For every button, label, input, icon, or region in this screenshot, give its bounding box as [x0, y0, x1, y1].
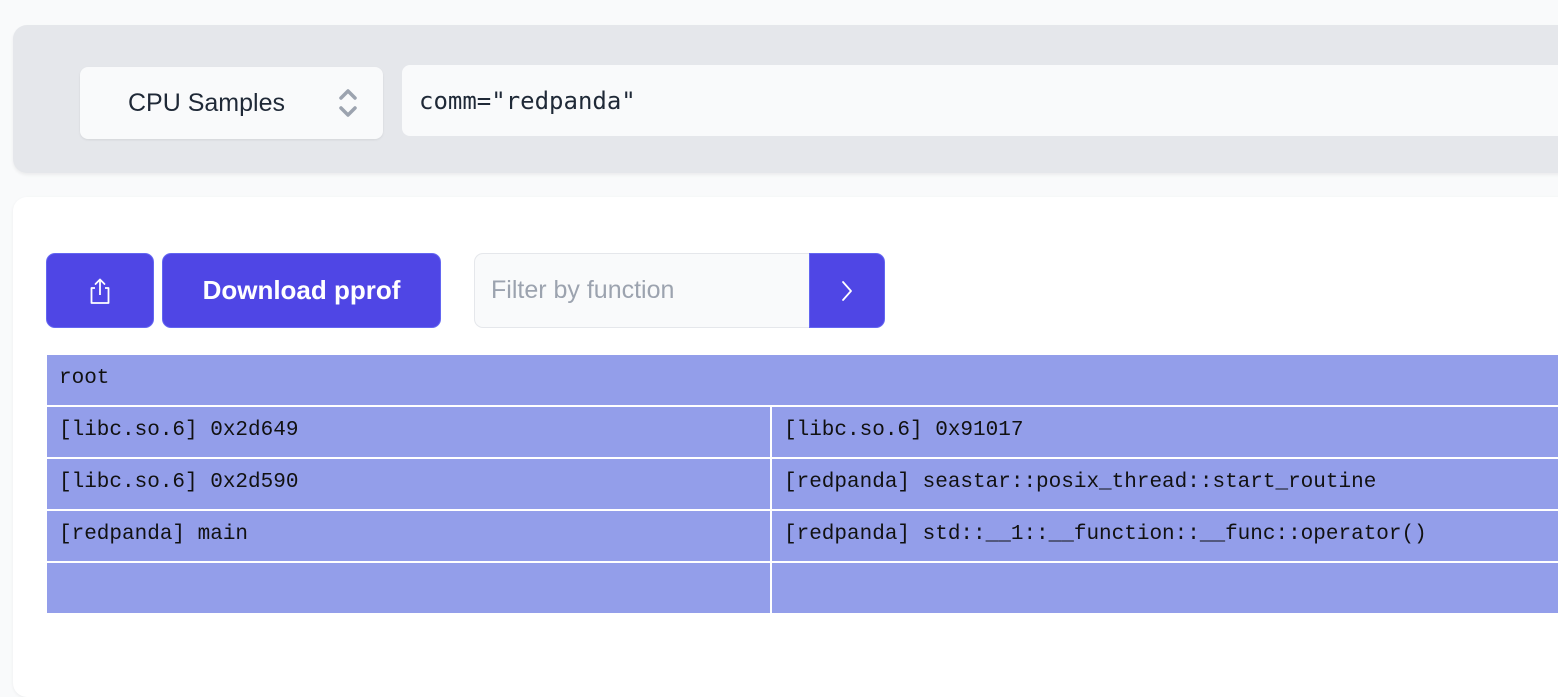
- filter-by-function-input[interactable]: [474, 253, 810, 328]
- chevron-right-icon: [842, 280, 852, 301]
- flame-frame[interactable]: [47, 563, 770, 613]
- flame-row: [47, 563, 1558, 615]
- flame-frame[interactable]: [libc.so.6] 0x2d590: [47, 459, 770, 509]
- function-filter: [474, 253, 885, 328]
- flamegraph: root [libc.so.6] 0x2d649 [libc.so.6] 0x9…: [47, 355, 1558, 615]
- flame-frame[interactable]: [redpanda] main: [47, 511, 770, 561]
- flame-frame[interactable]: [redpanda] std::__1::__function::__func:…: [772, 511, 1558, 561]
- flame-row: [redpanda] main [redpanda] std::__1::__f…: [47, 511, 1558, 563]
- profile-type-select[interactable]: CPU Samples: [80, 67, 383, 139]
- flame-frame-root[interactable]: root: [47, 355, 1558, 405]
- filter-submit-button[interactable]: [809, 253, 885, 328]
- share-button[interactable]: [46, 253, 154, 328]
- query-input[interactable]: [402, 65, 1558, 136]
- chevron-up-down-icon: [339, 89, 357, 117]
- flame-frame[interactable]: [libc.so.6] 0x2d649: [47, 407, 770, 457]
- flame-frame[interactable]: [redpanda] seastar::posix_thread::start_…: [772, 459, 1558, 509]
- flame-row: [libc.so.6] 0x2d649 [libc.so.6] 0x91017: [47, 407, 1558, 459]
- download-pprof-button[interactable]: Download pprof: [162, 253, 441, 328]
- flame-row: [libc.so.6] 0x2d590 [redpanda] seastar::…: [47, 459, 1558, 511]
- flame-row: root: [47, 355, 1558, 407]
- flame-frame[interactable]: [libc.so.6] 0x91017: [772, 407, 1558, 457]
- profile-card: Download pprof root [libc.so.6] 0x2d649 …: [13, 197, 1558, 697]
- query-panel: CPU Samples: [13, 25, 1558, 173]
- share-icon: [90, 278, 110, 304]
- flame-frame[interactable]: [772, 563, 1558, 613]
- profile-type-label: CPU Samples: [128, 88, 285, 117]
